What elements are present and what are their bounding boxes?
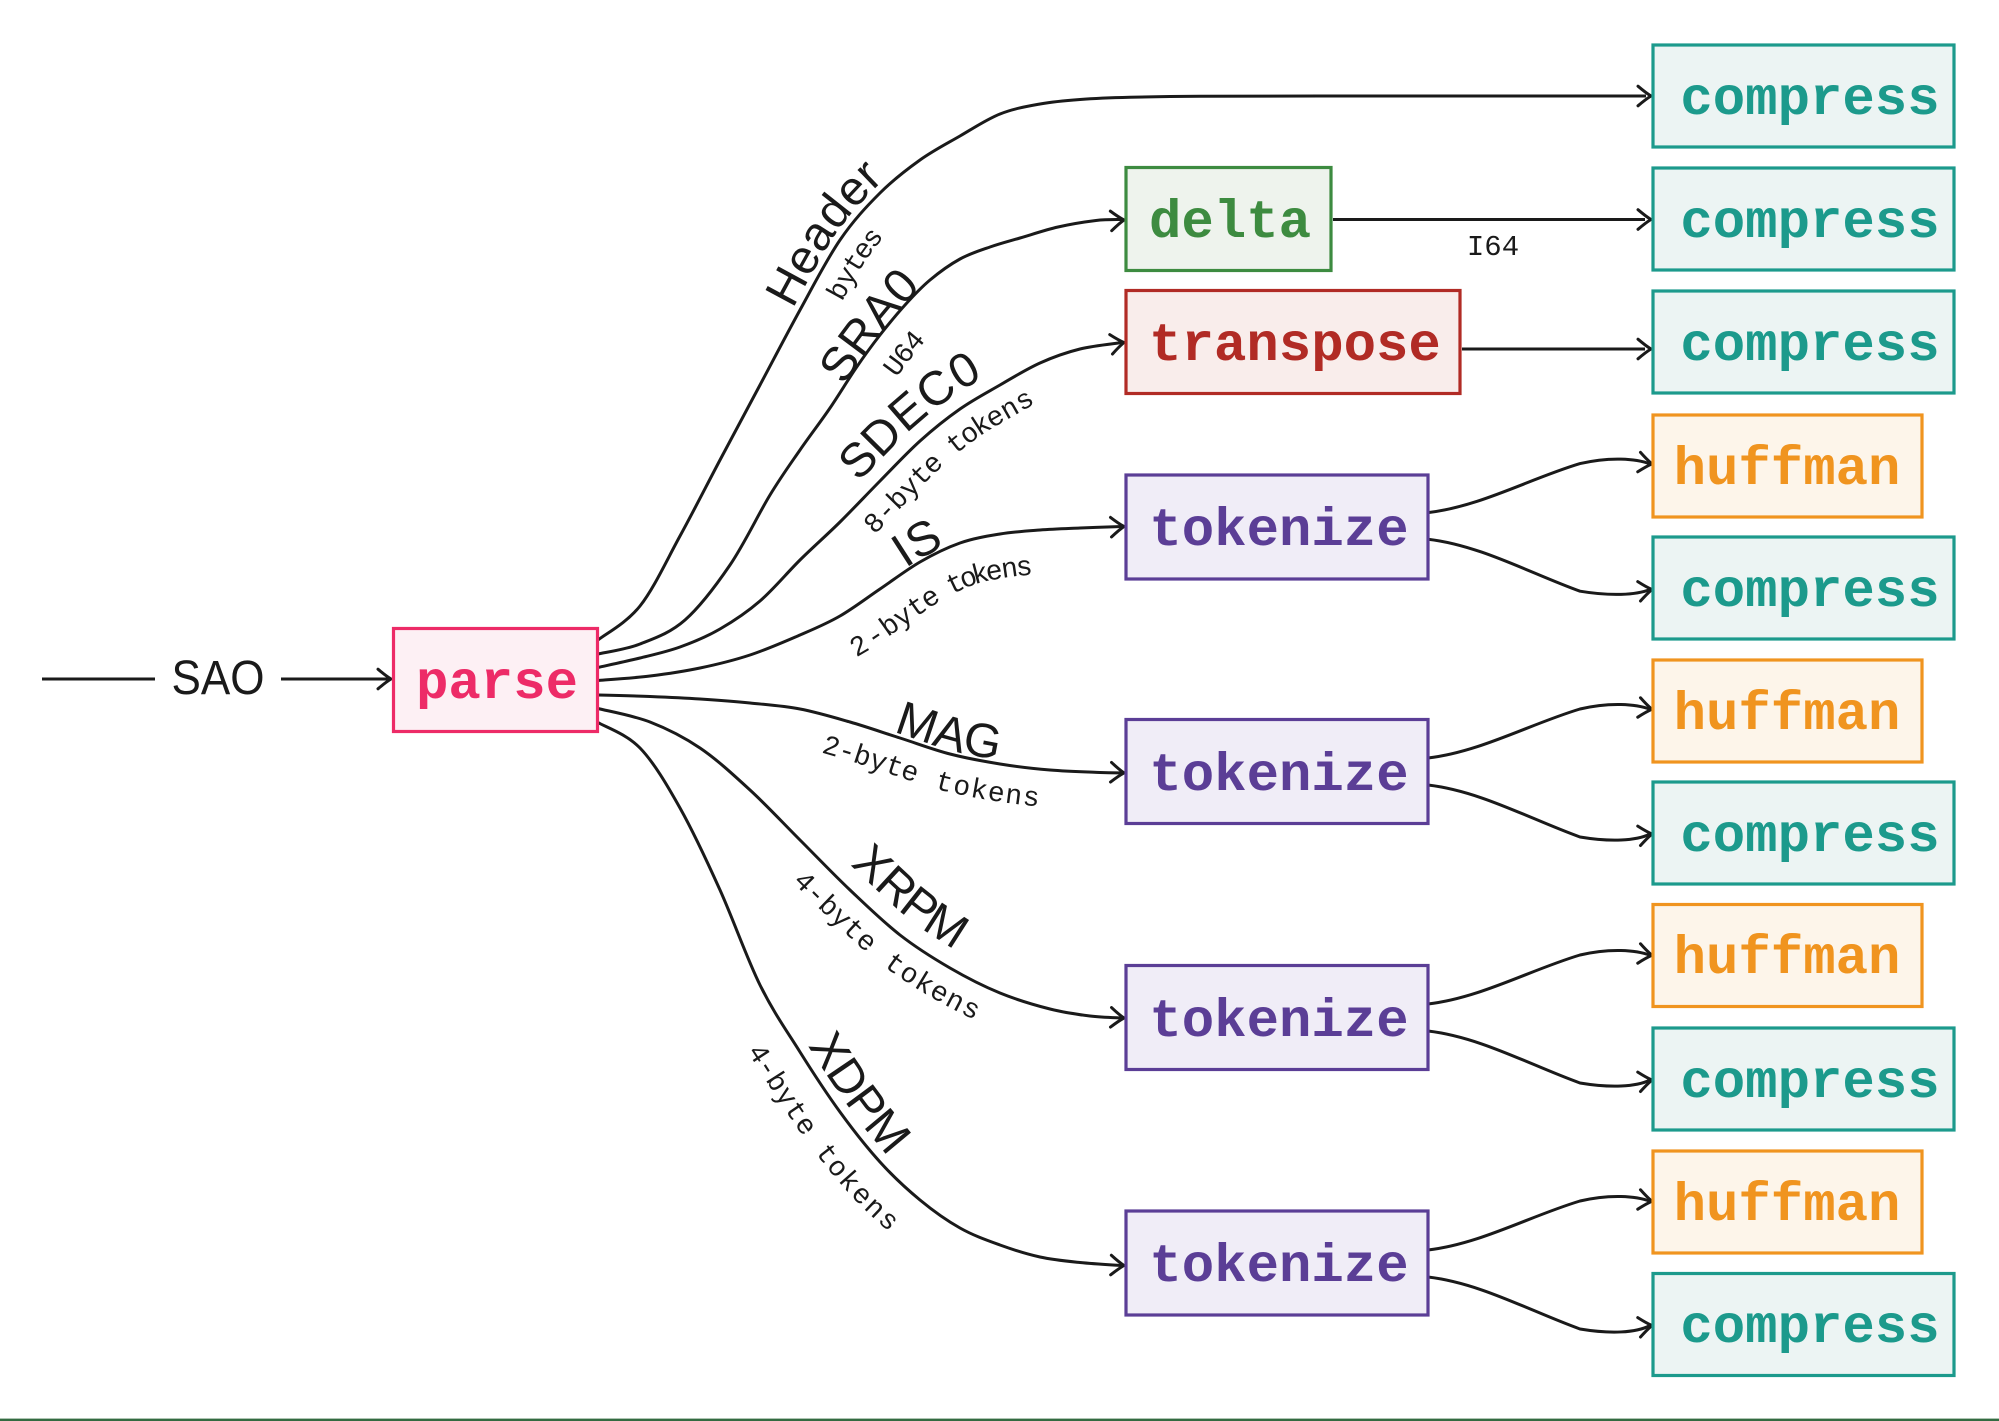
svg-text:compress: compress [1680,1298,1939,1359]
svg-text:tokenize: tokenize [1149,992,1408,1053]
svg-text:transpose: transpose [1149,316,1441,377]
svg-text:SAO: SAO [172,652,265,705]
svg-text:compress: compress [1680,562,1939,623]
svg-text:compress: compress [1680,70,1939,131]
svg-text:huffman: huffman [1674,685,1901,746]
svg-text:tokenize: tokenize [1149,501,1408,562]
svg-text:huffman: huffman [1674,1176,1901,1237]
svg-text:delta: delta [1149,193,1311,254]
svg-text:huffman: huffman [1674,929,1901,990]
svg-text:huffman: huffman [1674,440,1901,501]
svg-text:compress: compress [1680,193,1939,254]
svg-text:compress: compress [1680,316,1939,377]
svg-text:compress: compress [1680,807,1939,868]
svg-text:compress: compress [1680,1053,1939,1114]
svg-text:tokenize: tokenize [1149,1237,1408,1298]
svg-text:tokenize: tokenize [1149,746,1408,807]
svg-text:parse: parse [416,654,578,715]
svg-text:I64: I64 [1467,231,1519,264]
